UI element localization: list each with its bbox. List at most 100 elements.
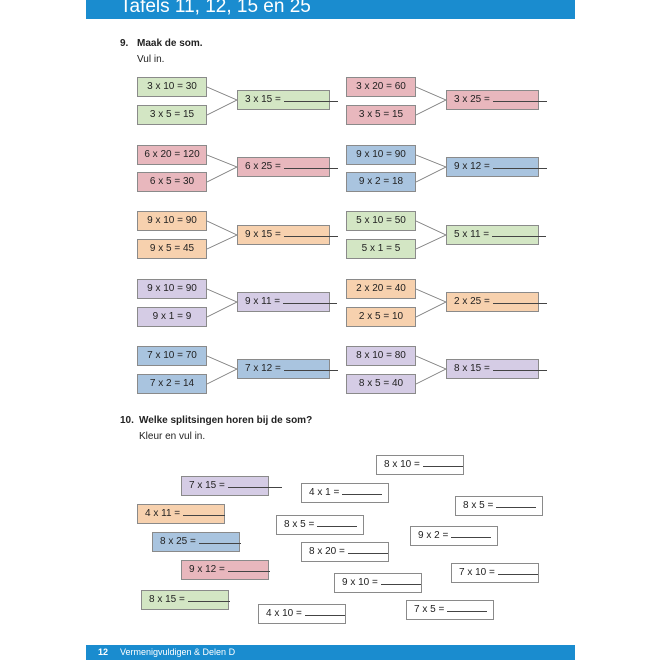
split-box-a: 6 x 20 = 120 xyxy=(137,145,207,165)
connector-line xyxy=(415,99,447,116)
q10-split-box[interactable]: 9 x 10 = xyxy=(334,573,422,593)
split-box-b: 3 x 5 = 15 xyxy=(137,105,207,125)
result-box[interactable]: 3 x 25 = xyxy=(446,90,547,110)
answer-blank[interactable] xyxy=(317,516,358,527)
q9-instruction: Vul in. xyxy=(137,54,165,65)
result-label: 8 x 15 = xyxy=(454,363,490,374)
answer-blank[interactable] xyxy=(283,158,338,169)
answer-blank[interactable] xyxy=(492,293,547,304)
answer-blank[interactable] xyxy=(492,226,547,237)
sum-label: 4 x 11 = xyxy=(145,508,181,519)
answer-blank[interactable] xyxy=(492,158,547,169)
answer-blank[interactable] xyxy=(447,601,488,612)
answer-blank[interactable] xyxy=(492,91,547,102)
footer-text: Vermenigvuldigen & Delen D xyxy=(120,647,236,657)
connector-line xyxy=(206,368,238,385)
answer-blank[interactable] xyxy=(283,360,338,371)
connector-line xyxy=(206,301,238,318)
split-box-b: 3 x 5 = 15 xyxy=(346,105,416,125)
connector-line xyxy=(206,99,238,116)
q10-split-box[interactable]: 4 x 10 = xyxy=(258,604,346,624)
split-box-a: 3 x 20 = 60 xyxy=(346,77,416,97)
split-label: 8 x 10 = xyxy=(384,459,420,470)
split-box-b: 7 x 2 = 14 xyxy=(137,374,207,394)
result-label: 9 x 15 = xyxy=(245,229,281,240)
answer-blank[interactable] xyxy=(227,561,270,572)
q10-split-box[interactable]: 7 x 10 = xyxy=(451,563,539,583)
split-box-a: 3 x 10 = 30 xyxy=(137,77,207,97)
q9-number: 9. xyxy=(120,38,129,49)
connector-line xyxy=(415,355,447,370)
answer-blank[interactable] xyxy=(283,226,338,237)
q10-sum-box[interactable]: 7 x 15 = xyxy=(181,476,282,496)
answer-blank[interactable] xyxy=(380,574,421,585)
result-box[interactable]: 9 x 15 = xyxy=(237,225,338,245)
q10-sum-box[interactable]: 4 x 11 = xyxy=(137,504,226,524)
split-box-b: 9 x 5 = 45 xyxy=(137,239,207,259)
q10-sum-box[interactable]: 9 x 12 = xyxy=(181,560,270,580)
connector-line xyxy=(415,154,447,168)
sum-label: 7 x 15 = xyxy=(189,480,225,491)
result-label: 7 x 12 = xyxy=(245,363,281,374)
answer-blank[interactable] xyxy=(227,477,282,488)
split-box-b: 2 x 5 = 10 xyxy=(346,307,416,327)
answer-blank[interactable] xyxy=(422,456,463,467)
answer-blank[interactable] xyxy=(198,533,241,544)
q10-split-box[interactable]: 9 x 2 = xyxy=(410,526,498,546)
answer-blank[interactable] xyxy=(492,360,547,371)
answer-blank[interactable] xyxy=(497,564,538,575)
page-header: Tafels 11, 12, 15 en 25 xyxy=(86,0,575,19)
q10-split-box[interactable]: 8 x 5 = xyxy=(455,496,543,516)
split-box-a: 7 x 10 = 70 xyxy=(137,346,207,366)
split-box-a: 9 x 10 = 90 xyxy=(137,211,207,231)
split-box-a: 9 x 10 = 90 xyxy=(137,279,207,299)
answer-blank[interactable] xyxy=(342,484,383,495)
connector-line xyxy=(415,166,447,183)
q10-split-box[interactable]: 8 x 5 = xyxy=(276,515,364,535)
answer-blank[interactable] xyxy=(304,605,345,616)
sum-label: 8 x 15 = xyxy=(149,594,185,605)
answer-blank[interactable] xyxy=(451,527,492,538)
answer-blank[interactable] xyxy=(183,505,226,516)
connector-line xyxy=(206,166,238,183)
split-box-a: 8 x 10 = 80 xyxy=(346,346,416,366)
q10-split-box[interactable]: 8 x 10 = xyxy=(376,455,464,475)
q10-sum-box[interactable]: 8 x 15 = xyxy=(141,590,230,610)
answer-blank[interactable] xyxy=(496,497,537,508)
result-box[interactable]: 9 x 12 = xyxy=(446,157,547,177)
answer-blank[interactable] xyxy=(283,91,338,102)
page-number: 12 xyxy=(98,647,109,657)
result-label: 3 x 15 = xyxy=(245,94,281,105)
split-box-a: 2 x 20 = 40 xyxy=(346,279,416,299)
result-box[interactable]: 9 x 11 = xyxy=(237,292,338,312)
split-box-b: 6 x 5 = 30 xyxy=(137,172,207,192)
split-label: 8 x 5 = xyxy=(463,500,494,511)
split-box-a: 5 x 10 = 50 xyxy=(346,211,416,231)
result-label: 6 x 25 = xyxy=(245,161,281,172)
connector-line xyxy=(415,301,447,318)
connector-line xyxy=(415,288,447,303)
page-footer: 12 Vermenigvuldigen & Delen D xyxy=(86,645,575,660)
answer-blank[interactable] xyxy=(347,543,388,554)
split-label: 7 x 5 = xyxy=(414,604,445,615)
answer-blank[interactable] xyxy=(283,293,338,304)
result-box[interactable]: 5 x 11 = xyxy=(446,225,547,245)
result-box[interactable]: 3 x 15 = xyxy=(237,90,338,110)
q10-instruction: Kleur en vul in. xyxy=(139,431,206,442)
connector-line xyxy=(415,86,447,101)
split-box-b: 9 x 1 = 9 xyxy=(137,307,207,327)
connector-line xyxy=(415,368,447,385)
result-box[interactable]: 8 x 15 = xyxy=(446,359,547,379)
q10-sum-box[interactable]: 8 x 25 = xyxy=(152,532,241,552)
split-label: 8 x 5 = xyxy=(284,519,315,530)
q10-split-box[interactable]: 7 x 5 = xyxy=(406,600,494,620)
result-box[interactable]: 6 x 25 = xyxy=(237,157,338,177)
q10-split-box[interactable]: 8 x 20 = xyxy=(301,542,389,562)
split-box-b: 8 x 5 = 40 xyxy=(346,374,416,394)
split-label: 8 x 20 = xyxy=(309,546,345,557)
result-box[interactable]: 2 x 25 = xyxy=(446,292,547,312)
q10-split-box[interactable]: 4 x 1 = xyxy=(301,483,389,503)
answer-blank[interactable] xyxy=(187,591,230,602)
result-box[interactable]: 7 x 12 = xyxy=(237,359,338,379)
